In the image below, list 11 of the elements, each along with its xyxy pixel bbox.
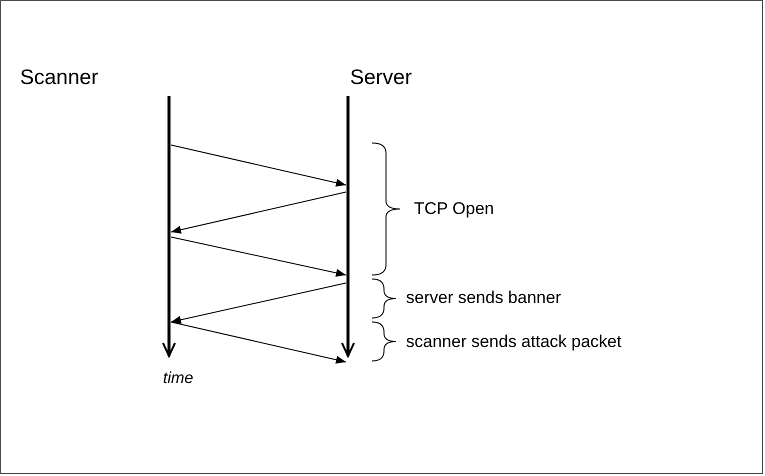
message-arrow (170, 236, 346, 277)
axis-label: time (163, 370, 194, 388)
message-arrow (170, 282, 346, 324)
message-arrow (170, 144, 346, 187)
message-arrow (170, 192, 346, 234)
brace-label: TCP Open (414, 199, 494, 219)
brace-label: scanner sends attack packet (406, 332, 622, 352)
message-arrow (170, 322, 346, 364)
lifeline-heading: Server (350, 66, 412, 90)
brace-label: server sends banner (406, 288, 561, 308)
lifeline-heading: Scanner (20, 66, 98, 90)
